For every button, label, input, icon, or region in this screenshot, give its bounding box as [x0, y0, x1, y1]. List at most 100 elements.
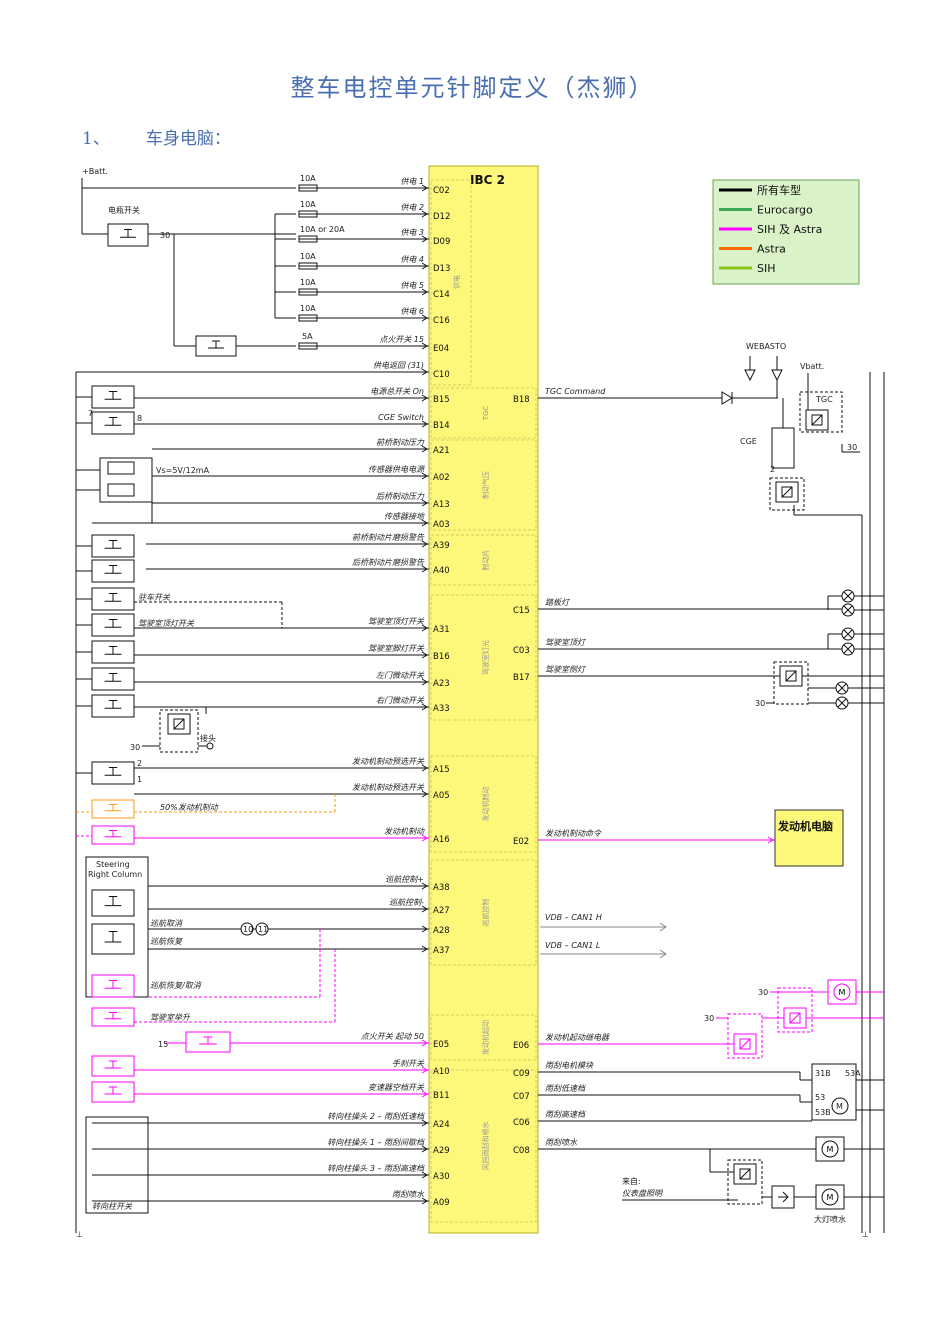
fuse-rating: 5A — [302, 332, 313, 341]
supply-feed-label: 点火开关 15 — [379, 335, 424, 344]
left-pin-label: 点火开关 起动 50 — [361, 1032, 424, 1041]
wire-arrow — [421, 540, 428, 548]
motor-icon — [833, 983, 851, 1001]
supply-feed-label: 供电 3 — [400, 228, 424, 237]
motor-label: M — [836, 1102, 843, 1111]
switch-contact — [104, 391, 122, 400]
fuse-rating: 10A — [300, 174, 316, 183]
left-pin-code: A24 — [433, 1120, 450, 1130]
relay-dashed-frame — [773, 661, 809, 705]
left-pin-label: 转向柱操头 1 – 雨刮间歇档 — [327, 1138, 425, 1147]
right-pin-label: 驾驶室顶灯 — [545, 638, 587, 647]
pin-group-label: 风挡雨刮和喷水 — [481, 1122, 490, 1171]
left-pin-label: 驾驶室脚灯开关 — [368, 644, 425, 653]
relay-coil — [811, 414, 823, 426]
cruise-switch-symbol — [91, 889, 135, 917]
wire-arrow — [421, 210, 428, 218]
left-pin-code: A16 — [433, 835, 450, 845]
webasto-label: WEBASTO — [746, 342, 786, 351]
switch-contact — [120, 229, 136, 238]
section-number: 1、 — [82, 129, 110, 149]
relay-coil-mark — [173, 718, 185, 730]
left-pin-label: CGE Switch — [378, 413, 424, 422]
relay-dashed-frame — [777, 987, 813, 1033]
cruise-resume-cancel-label: 巡航恢复/取消 — [150, 981, 203, 990]
vbatt-label: Vbatt. — [800, 362, 824, 371]
node-30-label: 30 — [758, 988, 768, 997]
left-pin-code: A23 — [433, 679, 450, 689]
right-pin-label: 雨刮喷水 — [545, 1138, 578, 1147]
switch-contact — [104, 804, 122, 812]
stalk-switch-frame — [85, 1116, 149, 1214]
supply-pin-code: C02 — [433, 186, 450, 196]
wire-arrow — [421, 834, 428, 842]
fuse-rating: 10A — [300, 200, 316, 209]
wire-arrow — [421, 764, 428, 772]
right-pin-label: 驾驶室侧灯 — [545, 665, 587, 674]
relay-coil-mark — [785, 670, 797, 682]
diode-symbol — [721, 391, 733, 405]
relay-dashed-frame — [769, 477, 805, 511]
left-pin-code: B16 — [433, 652, 450, 662]
ibc-module-name: IBC 2 — [470, 173, 505, 187]
steering-label-1: Steering — [96, 860, 130, 869]
node-30-label: 30 — [704, 1014, 714, 1023]
pin-group-label: 制动气压 — [481, 471, 490, 499]
batt-label: +Batt. — [82, 167, 108, 176]
terminal-number: 2 — [770, 465, 775, 474]
relay-coil-mark — [781, 486, 793, 498]
lamp-cross — [843, 605, 853, 615]
right-pin-label: 发动机制动命令 — [545, 829, 602, 838]
sensor-element — [107, 483, 135, 497]
relay-coil — [789, 1012, 801, 1024]
left-pin-label: 变速器空档开关 — [368, 1083, 425, 1092]
switch-contact — [104, 1012, 122, 1020]
left-pin-code: A39 — [433, 541, 450, 551]
engine-brake-50-label: 50%发动机制动 — [160, 803, 219, 812]
left-pin-code: A30 — [433, 1172, 450, 1182]
fuse-rating: 10A — [300, 304, 316, 313]
left-pin-code: A40 — [433, 566, 450, 576]
wire-arrow — [421, 1171, 428, 1179]
relay-dashed-frame — [727, 1159, 763, 1205]
motor-icon — [821, 1140, 839, 1158]
connector-11-icon — [255, 922, 269, 936]
pin-group-frame — [430, 859, 537, 966]
engine-ecu-box — [774, 809, 844, 867]
right-pin-code: B18 — [513, 395, 530, 405]
cge-label: CGE — [740, 437, 757, 446]
wire-arrow — [421, 342, 428, 350]
wire-arrow — [421, 420, 428, 428]
relay-coil — [781, 486, 793, 498]
left-pin-code: A31 — [433, 625, 450, 635]
legend-label: SIH — [757, 262, 776, 275]
left-pin-code: A13 — [433, 500, 450, 510]
node-30-label: 30 — [160, 231, 170, 240]
wire-arrow — [421, 235, 428, 243]
switch-contact — [199, 1036, 217, 1045]
supply-pin-code: C16 — [433, 316, 450, 326]
wire-arrow — [421, 1066, 428, 1074]
left-pin-code: B15 — [433, 395, 450, 405]
cruise-resume-label: 巡航恢复 — [150, 937, 183, 946]
wire-arrow — [421, 565, 428, 573]
relay-coil — [785, 670, 797, 682]
switch-contact — [104, 593, 122, 602]
wire-arrow — [421, 1039, 428, 1047]
left-pin-code: A10 — [433, 1067, 450, 1077]
wire-arrow — [421, 314, 428, 322]
wire-arrow — [767, 836, 774, 844]
left-pin-code: A05 — [433, 791, 450, 801]
timer-module-arrow — [778, 1191, 789, 1203]
left-pin-label: 左门微动开关 — [376, 671, 425, 680]
left-pin-label: 前桥制动片磨损警告 — [352, 533, 425, 542]
pin-group-label: 制动片 — [481, 550, 490, 571]
left-pin-code: A02 — [433, 473, 450, 483]
right-pin-code: B17 — [513, 673, 530, 683]
wire-arrow — [421, 1090, 428, 1098]
switch-contact — [104, 980, 122, 989]
relay-coil — [739, 1038, 751, 1050]
pin-group-label: TGC — [482, 406, 490, 422]
connector-10-icon — [240, 922, 254, 936]
